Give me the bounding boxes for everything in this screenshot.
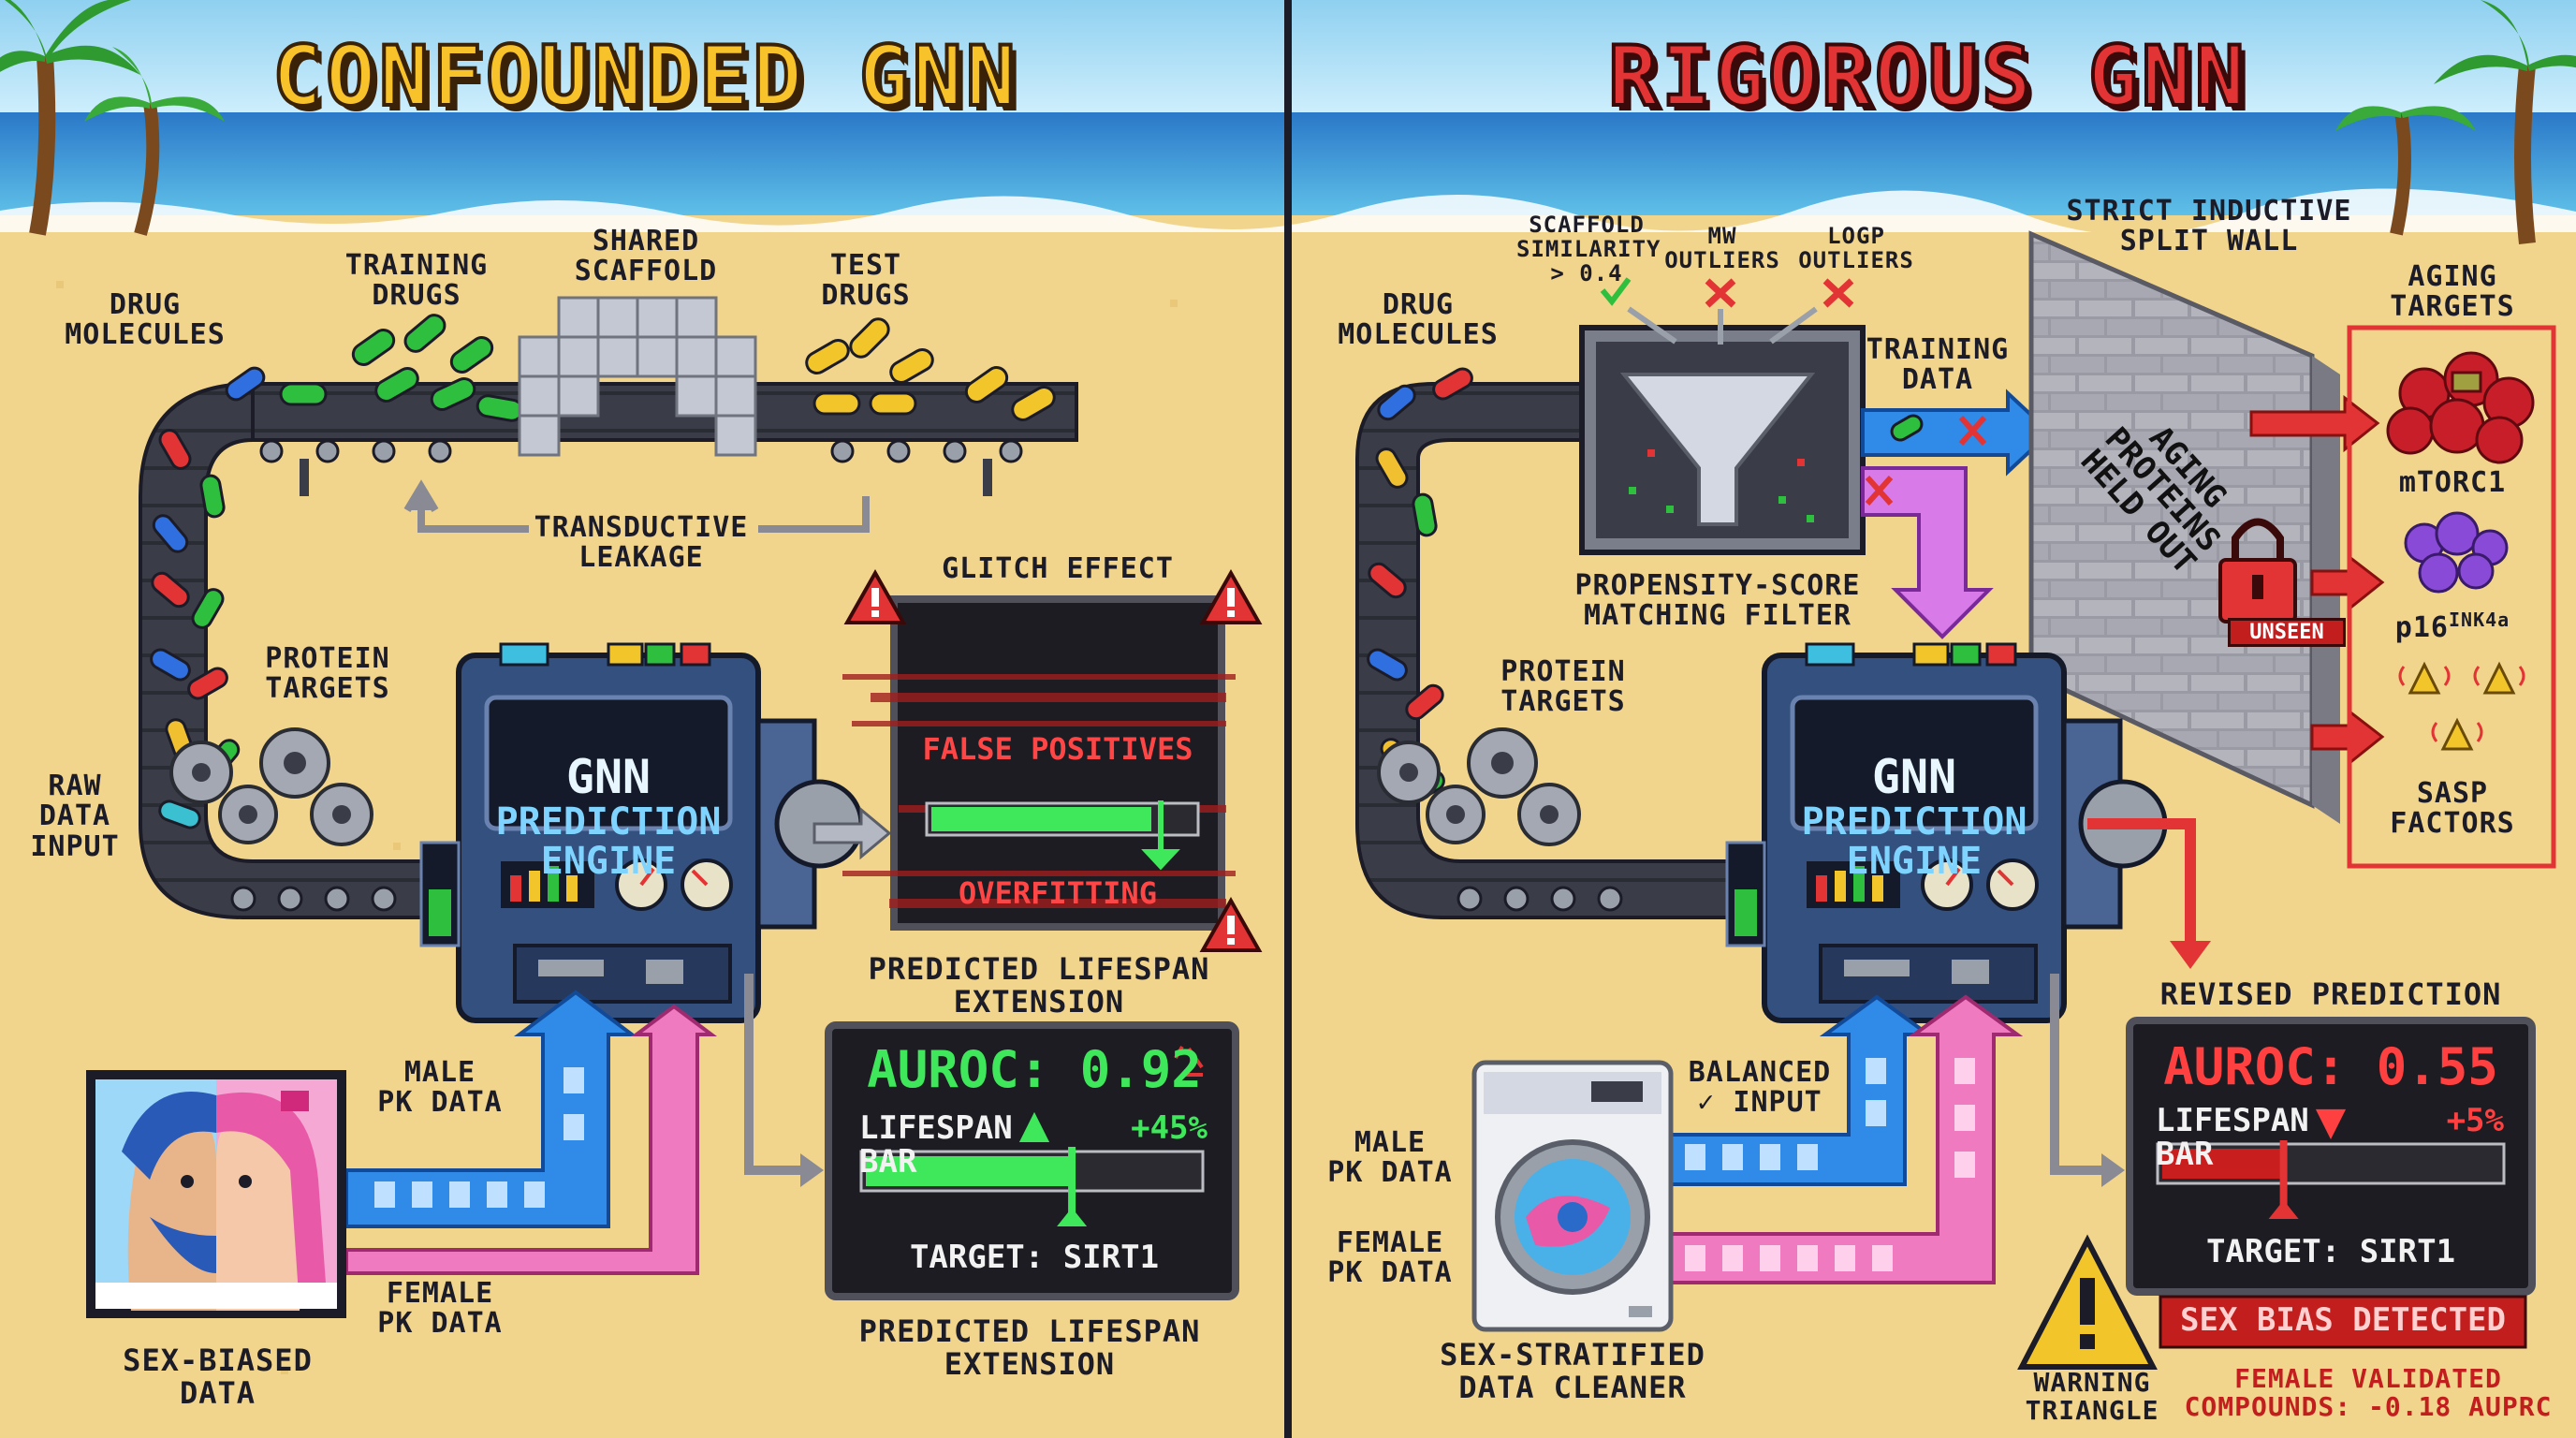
target-left: TARGET: SIRT1 [909, 1239, 1160, 1276]
label-propensity-filter: PROPENSITY-SCORE MATCHING FILTER [1574, 569, 1861, 633]
drug-capsules-left [150, 366, 266, 829]
engine-subtitle: PREDICTION ENGINE [495, 800, 722, 883]
female-pk-flow [344, 1004, 717, 1275]
label-lifespan-bar-left: LIFESPAN BAR [859, 1109, 1013, 1181]
label-drug-molecules-right: DRUG MOLECULES [1338, 288, 1499, 352]
label-raw-data-input: RAW DATA INPUT [30, 770, 120, 863]
label-balanced-input: BALANCED ✓ INPUT [1688, 1056, 1832, 1120]
target-right: TARGET: SIRT1 [2205, 1233, 2456, 1270]
label-mtorc1: mTORC1 [2398, 466, 2507, 499]
label-lifespan-bar-right: LIFESPAN BAR [2156, 1102, 2309, 1173]
auroc-value-right: AUROC: 0.55 ▼ [2144, 1040, 2518, 1150]
label-sasp-factors: SASP FACTORS [2390, 777, 2515, 841]
label-shared-scaffold: SHARED SCAFFOLD [574, 225, 718, 288]
glitch-monitor [842, 568, 1263, 952]
palm-tree-icon [84, 47, 225, 236]
badge-unseen: UNSEEN [2228, 618, 2346, 647]
label-glitch-effect: GLITCH EFFECT [942, 552, 1174, 585]
label-female-validated: FEMALE VALIDATED COMPOUNDS: -0.18 AUPRC [2184, 1363, 2553, 1423]
palm-tree-icon [0, 0, 140, 236]
transductive-leakage-arrows [403, 479, 870, 533]
label-test-drugs: TEST DRUGS [821, 249, 911, 313]
label-training-drugs: TRAINING DRUGS [344, 249, 489, 313]
p16-superscript: INK4a [2448, 609, 2510, 631]
arrow-up-icon: ▲ [1018, 1093, 1050, 1152]
label-predicted-lifespan-top: PREDICTED LIFESPAN EXTENSION [868, 951, 1210, 1020]
auroc-text-right: AUROC: 0.55 [2163, 1037, 2498, 1096]
engine-title: GNN [565, 750, 651, 804]
label-training-data: TRAINING DATA [1866, 333, 2010, 397]
engine-title-right: GNN [1871, 750, 1957, 804]
mtorc1-protein-icon [2386, 351, 2535, 464]
label-scaffold-similarity: SCAFFOLD SIMILARITY > 0.4 [1516, 212, 1661, 286]
label-male-pk-left: MALE PK DATA [377, 1056, 503, 1120]
text-overfitting: OVERFITTING [959, 875, 1157, 911]
washing-machine-icon [1471, 1060, 1674, 1332]
label-male-pk-right: MALE PK DATA [1327, 1126, 1453, 1190]
label-revised-prediction: REVISED PREDICTION [2159, 976, 2502, 1012]
balanced-male-flow [1669, 994, 1935, 1186]
rejected-data-arrow [1861, 466, 1994, 639]
auroc-monitor-left [825, 1021, 1239, 1300]
label-female-pk-left: FEMALE PK DATA [377, 1277, 503, 1341]
gnn-machine-right [1725, 642, 2168, 1023]
label-warning-triangle: WARNING TRIANGLE [2025, 1367, 2159, 1427]
shared-scaffold-blocks [518, 296, 757, 457]
label-sex-stratified-cleaner: SEX-STRATIFIED DATA CLEANER [1440, 1337, 1705, 1405]
sex-bias-badge [2159, 1295, 2527, 1349]
warning-triangle-icon [2017, 1234, 2158, 1370]
test-drugs-capsules [805, 317, 1056, 421]
label-aging-targets: AGING TARGETS [2390, 260, 2515, 324]
label-logp-outliers: LOGP OUTLIERS [1798, 223, 1914, 273]
label-protein-targets-right: PROTEIN TARGETS [1500, 655, 1626, 719]
lock-icon [2218, 518, 2297, 624]
panel-divider [1284, 0, 1292, 1438]
lifespan-pct-left: +45% [1131, 1109, 1208, 1147]
sasp-factors-icon [2408, 661, 2516, 751]
engine-subtitle-right: PREDICTION ENGINE [1801, 800, 2027, 883]
label-p16: p16INK4a [2354, 609, 2551, 644]
propensity-filter-box [1579, 277, 1866, 555]
auroc-text: AUROC: 0.92 [867, 1040, 1202, 1099]
label-sex-biased-data: SEX-BIASED DATA [123, 1343, 313, 1411]
palm-tree-icon [2434, 0, 2576, 244]
arrow-down-icon: ▼ [2315, 1090, 2347, 1150]
male-pk-flow [344, 990, 637, 1228]
label-protein-targets: PROTEIN TARGETS [265, 642, 390, 706]
gnn-machine-left [419, 642, 864, 1023]
text-sex-bias-detected: SEX BIAS DETECTED [2180, 1301, 2506, 1339]
label-mw-outliers: MW OUTLIERS [1664, 223, 1780, 273]
training-drugs-capsules [279, 314, 524, 422]
auroc-monitor-right [2126, 1017, 2536, 1296]
title-confounded-gnn: CONFOUNDED GNN [271, 26, 1019, 126]
aging-targets-box [2347, 325, 2556, 869]
sex-biased-portrait [86, 1070, 346, 1318]
lifespan-pct-right: +5% [2446, 1102, 2504, 1139]
p16-protein-icon [2404, 511, 2509, 594]
balanced-female-flow [1669, 994, 2024, 1284]
label-transductive-leakage: TRANSDUCTIVE LEAKAGE [534, 511, 749, 575]
label-drug-molecules: DRUG MOLECULES [65, 288, 226, 352]
title-rigorous-gnn: RIGOROUS GNN [1606, 26, 2248, 126]
auroc-value-left: AUROC: 0.92 ▲ [847, 1043, 1222, 1152]
label-strict-split-wall: STRICT INDUCTIVE SPLIT WALL [2066, 195, 2352, 258]
palm-tree-icon [2335, 106, 2476, 236]
text-false-positives: FALSE POSITIVES [922, 731, 1193, 767]
label-predicted-lifespan-bottom: PREDICTED LIFESPAN EXTENSION [858, 1313, 1201, 1382]
p16-text: p16 [2394, 611, 2449, 644]
label-female-pk-right: FEMALE PK DATA [1327, 1226, 1453, 1290]
